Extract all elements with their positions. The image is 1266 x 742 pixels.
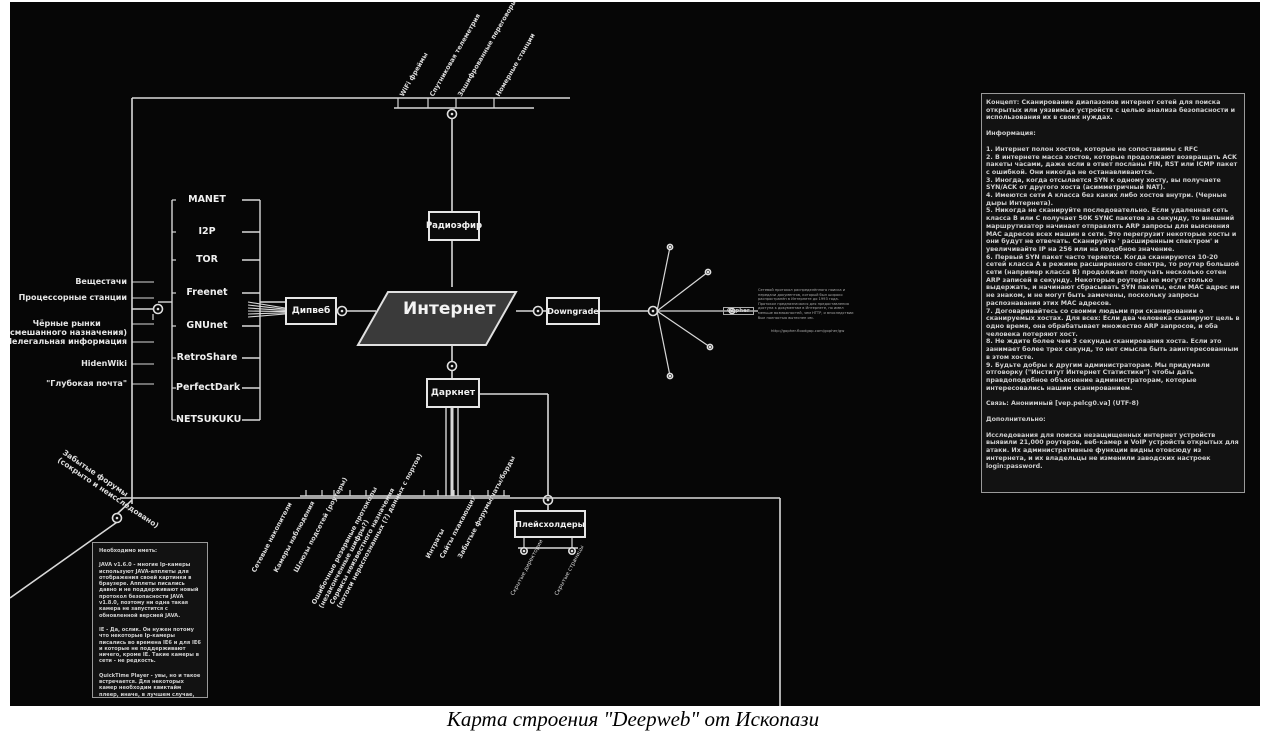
- notes-paragraph: 7. Договаривайтесь со своими людьми при …: [986, 307, 1240, 338]
- node-downgrade[interactable]: Downgrade: [546, 297, 600, 325]
- notes-paragraph: 1. Интернет полон хостов, которые не соп…: [986, 145, 1198, 153]
- downgrade-spoke: [656, 310, 671, 377]
- node-darknet[interactable]: Даркнет: [426, 378, 480, 408]
- deepweb-content-item[interactable]: HidenWiki: [81, 359, 127, 368]
- junction-dot: [651, 309, 655, 313]
- network-item[interactable]: GNUnet: [186, 320, 228, 331]
- network-bundle: [247, 310, 286, 313]
- scanning-notes-panel: Концепт: Сканирование диапазонов интерне…: [981, 93, 1245, 493]
- downgrade-spoke: [656, 246, 671, 312]
- deepweb-content-item[interactable]: Чёрные рынки (смешанного назначения): [10, 319, 127, 337]
- gopher-description: Сетевой протокол распределённого поиска …: [758, 288, 854, 320]
- notes-paragraph: 3. Иногда, когда отсылается SYN к одному…: [986, 176, 1221, 192]
- deepweb-content-item[interactable]: Процессорные станции: [18, 293, 127, 302]
- requirements-quicktime: QuickTime Player - увы, но и такое встре…: [99, 672, 201, 698]
- network-bundle: [247, 301, 286, 309]
- internet-parallelogram: [356, 291, 518, 346]
- node-radio[interactable]: Радиоэфир: [426, 211, 482, 241]
- notes-paragraph: Информация:: [986, 130, 1036, 138]
- network-item[interactable]: NETSUKUKU: [176, 414, 242, 425]
- junction-dot: [536, 309, 540, 313]
- network-item[interactable]: MANET: [188, 194, 226, 205]
- notes-paragraph: Исследования для поиска незащищенных инт…: [986, 431, 1239, 470]
- connection-lines: [10, 97, 781, 706]
- network-item[interactable]: RetroShare: [176, 352, 238, 363]
- notes-paragraph: 9. Будьте добры к другим администраторам…: [986, 361, 1210, 392]
- node-deepweb[interactable]: Дипвеб: [285, 297, 337, 325]
- notes-paragraph: Дополнительно:: [986, 416, 1046, 424]
- network-bundle: [247, 312, 286, 315]
- internet-label: Интернет: [403, 299, 496, 319]
- deepweb-content-item[interactable]: Вещестачи: [75, 277, 127, 286]
- requirements-panel: Необходимо иметь: JAVA v1.6.0 - многие I…: [92, 542, 208, 698]
- junction-dot: [570, 549, 574, 553]
- notes-paragraph: 8. Не ждите более чем 3 секунды сканиров…: [986, 338, 1239, 361]
- network-item[interactable]: PerfectDark: [176, 382, 241, 393]
- junction-dot: [668, 245, 672, 249]
- network-item[interactable]: I2P: [198, 226, 216, 237]
- notes-paragraph: Концепт: Сканирование диапазонов интерне…: [986, 99, 1236, 122]
- downgrade-spoke: [656, 310, 711, 348]
- network-bundle: [247, 307, 286, 311]
- node-placeholders[interactable]: Плейсхолдеры: [514, 510, 586, 538]
- junction-dot: [450, 112, 454, 116]
- deepweb-content-item[interactable]: Нелегальная информация: [10, 337, 127, 346]
- notes-paragraph: 4. Имеются сети А класса без каких либо …: [986, 192, 1227, 207]
- requirements-title: Необходимо иметь:: [99, 548, 158, 554]
- network-bundle: [247, 313, 286, 318]
- deepweb-content-item[interactable]: "Глубокая почта": [46, 379, 127, 388]
- junction-dot: [450, 364, 454, 368]
- notes-paragraph: 6. Первый SYN пакет часто теряется. Когд…: [986, 253, 1240, 307]
- map-canvas: Интернет Радиоэфир Дипвеб Даркнет Downgr…: [10, 2, 1260, 706]
- junction-dot: [706, 270, 710, 274]
- notes-paragraph: 2. В интернете масса хостов, которые про…: [986, 153, 1238, 176]
- forums-diagonal: [10, 519, 121, 599]
- junction-dot: [522, 549, 526, 553]
- requirements-ie: IE - Да, ослик. Он нужен потому что неко…: [99, 626, 201, 665]
- junction-dot: [156, 307, 160, 311]
- wire: [116, 499, 133, 515]
- junction-dot: [546, 498, 550, 502]
- figure-caption: Карта строения "Deepweb" от Ископази: [446, 707, 820, 731]
- network-item[interactable]: TOR: [196, 254, 218, 265]
- junction-dot: [340, 309, 344, 313]
- junction-dot: [115, 516, 119, 520]
- network-bundle: [247, 304, 286, 310]
- junction-dot: [668, 374, 672, 378]
- junction-dot: [708, 345, 712, 349]
- gopher-label[interactable]: Gopher: [723, 307, 754, 315]
- notes-paragraph: Связь: Анонимный [vep.pelcg0.va] (UTF-8): [986, 400, 1139, 408]
- downgrade-spoke: [656, 271, 709, 312]
- notes-paragraph: 5. Никогда не сканируйте последовательно…: [986, 207, 1237, 253]
- gopher-url[interactable]: http://gopher.floodgap.com/gopher/gw: [771, 328, 845, 333]
- requirements-java: JAVA v1.6.0 - многие Ip-камеры использую…: [99, 562, 199, 619]
- network-item[interactable]: Freenet: [186, 287, 228, 298]
